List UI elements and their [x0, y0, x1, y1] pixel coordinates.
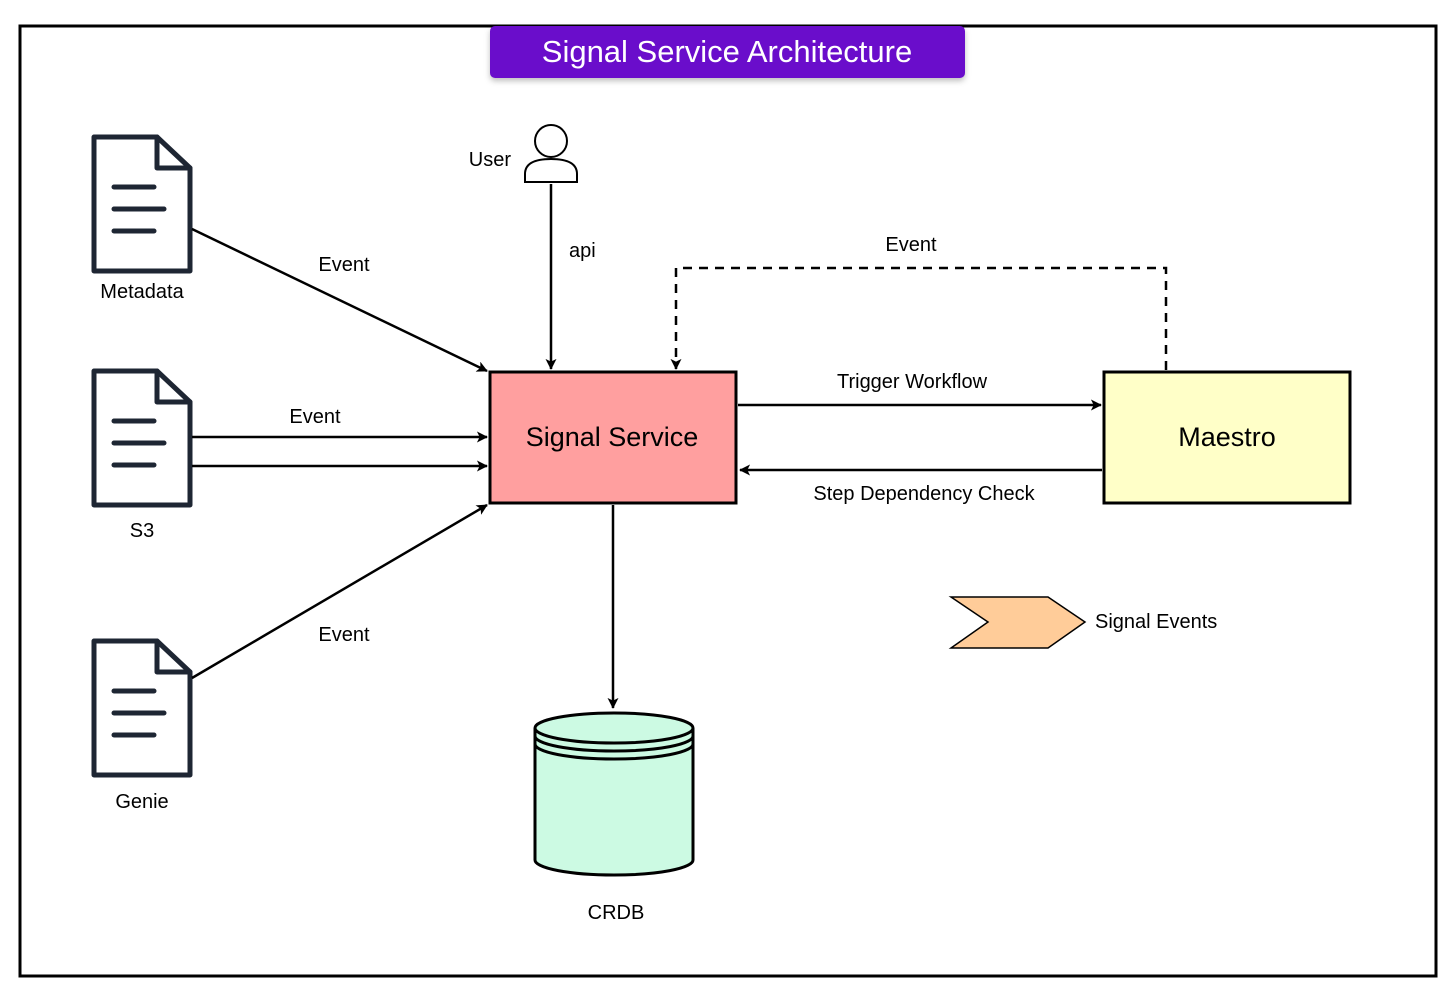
crdb-node: CRDB [533, 711, 695, 924]
document-icon [91, 368, 193, 508]
signal-service-label: Signal Service [526, 422, 699, 452]
source-genie-label: Genie [115, 791, 168, 813]
edge-maestro-event-label: Event [885, 234, 937, 256]
signal-service-node: Signal Service [488, 370, 738, 505]
source-s3: S3 [91, 368, 193, 542]
source-genie: Genie [91, 638, 193, 813]
edge-api-label: api [569, 240, 596, 262]
edge-metadata-to-signal [191, 227, 488, 373]
source-s3-label: S3 [130, 520, 154, 542]
database-icon [533, 711, 695, 877]
edge-metadata-label: Event [318, 254, 370, 276]
source-metadata-label: Metadata [100, 281, 184, 303]
maestro-node: Maestro [1102, 370, 1352, 505]
document-icon [91, 638, 193, 778]
edge-genie-label: Event [318, 624, 370, 646]
edge-s3-label: Event [289, 406, 341, 428]
user-label: User [469, 149, 512, 171]
page-title: Signal Service Architecture [542, 34, 912, 69]
edge-maestro-event [670, 266, 1168, 370]
source-metadata: Metadata [91, 134, 193, 303]
document-icon [91, 134, 193, 274]
title-banner: Signal Service Architecture [490, 26, 965, 78]
legend: Signal Events [948, 596, 1217, 649]
edge-trigger-workflow-label: Trigger Workflow [837, 371, 988, 393]
user-icon [524, 124, 578, 183]
legend-label: Signal Events [1095, 611, 1217, 633]
title-banner-bg [490, 26, 965, 78]
edge-genie-to-signal [191, 503, 488, 680]
edge-step-dependency-label: Step Dependency Check [813, 483, 1035, 505]
chevron-shape-icon [948, 596, 1087, 649]
maestro-label: Maestro [1178, 422, 1276, 452]
crdb-label: CRDB [588, 902, 645, 924]
user-actor: User [469, 124, 578, 183]
